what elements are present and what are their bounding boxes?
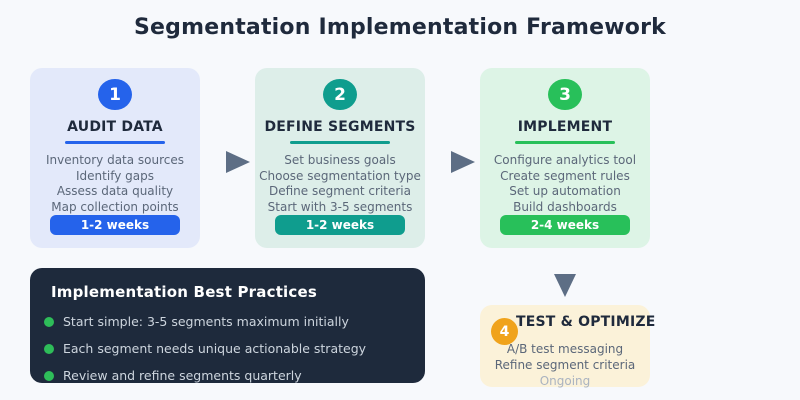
step-title: DEFINE SEGMENTS xyxy=(264,119,416,136)
page-title: Segmentation Implementation Framework xyxy=(133,15,667,40)
best-practices-title: Implementation Best Practices xyxy=(51,283,317,301)
list-item: Set business goals xyxy=(284,153,396,167)
status-text: Ongoing xyxy=(539,374,591,388)
bullet-dot-icon xyxy=(44,370,54,381)
title-underline xyxy=(65,141,165,144)
best-practice-text: Review and refine segments quarterly xyxy=(63,368,302,383)
arrow-down-icon xyxy=(554,274,576,297)
step-number-badge: 4 xyxy=(491,318,518,345)
list-item: Review and refine segments quarterly xyxy=(44,368,409,383)
best-practice-text: Start simple: 3-5 segments maximum initi… xyxy=(63,314,349,329)
step-item-list: Set business goals Choose segmentation t… xyxy=(259,153,421,215)
arrow-right-icon xyxy=(451,151,475,173)
bullet-dot-icon xyxy=(44,343,54,354)
list-item: Refine segment criteria xyxy=(494,358,636,372)
step-number-badge: 1 xyxy=(98,79,132,111)
step-number-badge: 3 xyxy=(548,79,582,111)
title-underline xyxy=(515,141,615,144)
list-item: Define segment criteria xyxy=(268,184,411,198)
title-underline xyxy=(290,141,390,144)
list-item: Build dashboards xyxy=(513,199,617,214)
duration-badge: 1-2 weeks xyxy=(50,215,180,235)
bullet-dot-icon xyxy=(44,316,54,327)
step-title: AUDIT DATA xyxy=(67,119,163,136)
duration-badge: 2-4 weeks xyxy=(500,215,630,235)
step-card-define-segments: 2 DEFINE SEGMENTS Set business goals Cho… xyxy=(255,68,425,248)
list-item: Assess data quality xyxy=(56,184,174,198)
step-item-list: A/B test messaging Refine segment criter… xyxy=(480,341,650,389)
list-item: Choose segmentation type xyxy=(259,168,421,183)
list-item: Create segment rules xyxy=(500,168,630,183)
step-title: TEST & OPTIMIZE xyxy=(516,314,656,330)
list-item: Each segment needs unique actionable str… xyxy=(44,341,409,356)
step-item-list: Inventory data sources Identify gaps Ass… xyxy=(46,153,184,215)
arrow-right-icon xyxy=(226,151,250,173)
list-item: Inventory data sources xyxy=(45,153,185,167)
best-practices-panel: Implementation Best Practices Start simp… xyxy=(30,268,425,383)
step-card-test-optimize: 4 TEST & OPTIMIZE A/B test messaging Ref… xyxy=(480,305,656,389)
list-item: Start with 3-5 segments xyxy=(267,199,413,214)
step-title: IMPLEMENT xyxy=(517,119,613,136)
best-practice-text: Each segment needs unique actionable str… xyxy=(63,341,367,356)
list-item: Set up automation xyxy=(509,184,621,198)
step-number-badge: 2 xyxy=(323,79,357,111)
step-card-implement: 3 IMPLEMENT Configure analytics tool Cre… xyxy=(480,68,650,248)
list-item: Start simple: 3-5 segments maximum initi… xyxy=(44,314,409,329)
duration-badge: 1-2 weeks xyxy=(275,215,405,235)
step-item-list: Configure analytics tool Create segment … xyxy=(494,153,636,215)
list-item: Configure analytics tool xyxy=(493,153,637,167)
step-card-audit-data: 1 AUDIT DATA Inventory data sources Iden… xyxy=(30,68,200,248)
list-item: Identify gaps xyxy=(76,168,154,183)
list-item: Map collection points xyxy=(51,199,179,214)
list-item: A/B test messaging xyxy=(506,342,624,356)
